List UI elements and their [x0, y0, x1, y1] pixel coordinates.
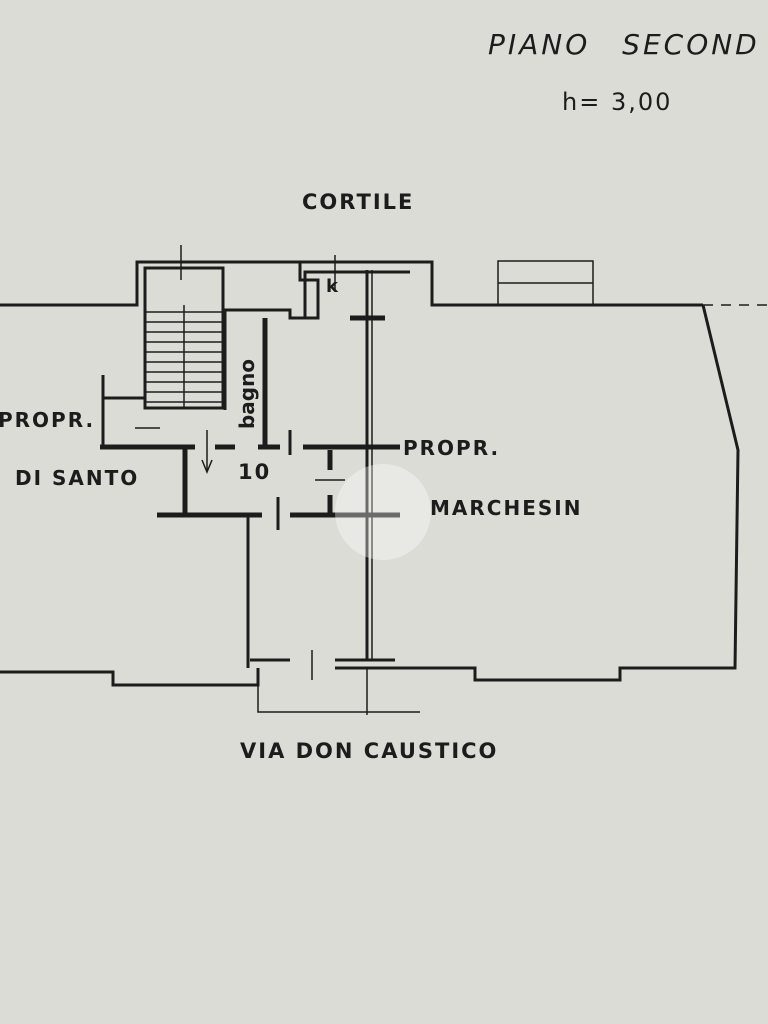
label-bathroom: bagno [235, 358, 260, 430]
watermark [335, 464, 431, 560]
label-unit-number: 10 [238, 460, 272, 484]
label-kitchen: k [326, 276, 340, 297]
label-left-owner-1: PROPR. [0, 408, 96, 432]
label-right-owner-2: MARCHESIN [430, 496, 583, 520]
stairs [143, 266, 225, 410]
label-right-owner-1: PROPR. [403, 436, 501, 460]
outer-walls [0, 260, 768, 715]
label-street: VIA DON CAUSTICO [240, 739, 499, 763]
floor-title: PIANO SECOND [488, 28, 760, 61]
interior-walls [100, 245, 410, 668]
ceiling-height: h= 3,00 [562, 88, 673, 116]
label-left-owner-2: DI SANTO [15, 466, 140, 490]
label-courtyard: CORTILE [302, 190, 415, 214]
